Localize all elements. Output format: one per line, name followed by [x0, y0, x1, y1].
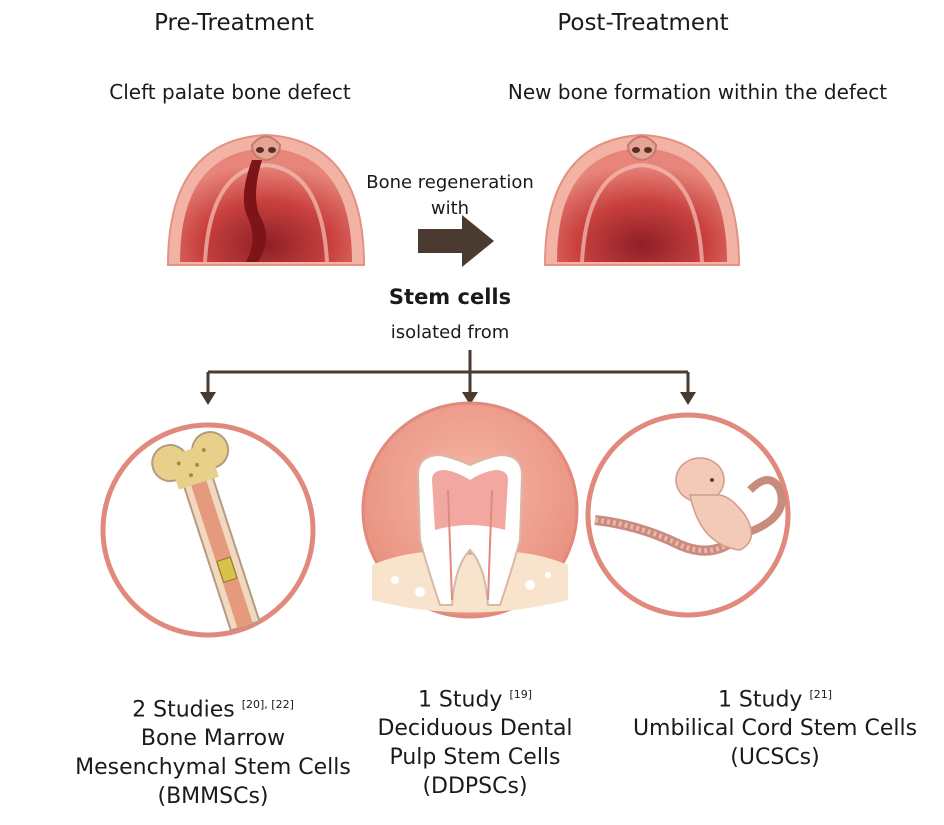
- treatment-arrow: [418, 215, 494, 267]
- arrow-head-bmmsc: [200, 392, 216, 405]
- ucsc-study-count: 1 Study: [718, 687, 803, 712]
- source-ddpsc: 1 Study [19] Deciduous Dental Pulp Stem …: [340, 680, 610, 801]
- bmmsc-line1: Bone Marrow: [58, 724, 368, 753]
- source-ucsc: 1 Study [21] Umbilical Cord Stem Cells (…: [610, 680, 940, 772]
- ddpsc-study-count: 1 Study: [418, 687, 503, 712]
- ddpsc-line3: (DDPSCs): [340, 772, 610, 801]
- cleft-palate-illustration: [168, 135, 364, 265]
- healed-palate-illustration: [545, 135, 739, 265]
- ucsc-line2: (UCSCs): [610, 743, 940, 772]
- fetus-illustration: [588, 415, 788, 615]
- ucsc-line1: Umbilical Cord Stem Cells: [610, 714, 940, 743]
- ddpsc-references: [19]: [509, 688, 532, 701]
- source-connectors: [208, 350, 688, 395]
- bmmsc-study-count: 2 Studies: [132, 697, 235, 722]
- bone-marrow-illustration: [103, 425, 313, 638]
- tooth-illustration: [363, 403, 577, 617]
- bmmsc-line3: (BMMSCs): [58, 782, 368, 811]
- ucsc-references: [21]: [809, 688, 832, 701]
- ddpsc-line2: Pulp Stem Cells: [340, 743, 610, 772]
- bmmsc-line2: Mesenchymal Stem Cells: [58, 753, 368, 782]
- ddpsc-line1: Deciduous Dental: [340, 714, 610, 743]
- source-bmmsc: 2 Studies [20], [22] Bone Marrow Mesench…: [58, 690, 368, 811]
- bmmsc-references: [20], [22]: [242, 698, 294, 711]
- arrow-head-ucsc: [680, 392, 696, 405]
